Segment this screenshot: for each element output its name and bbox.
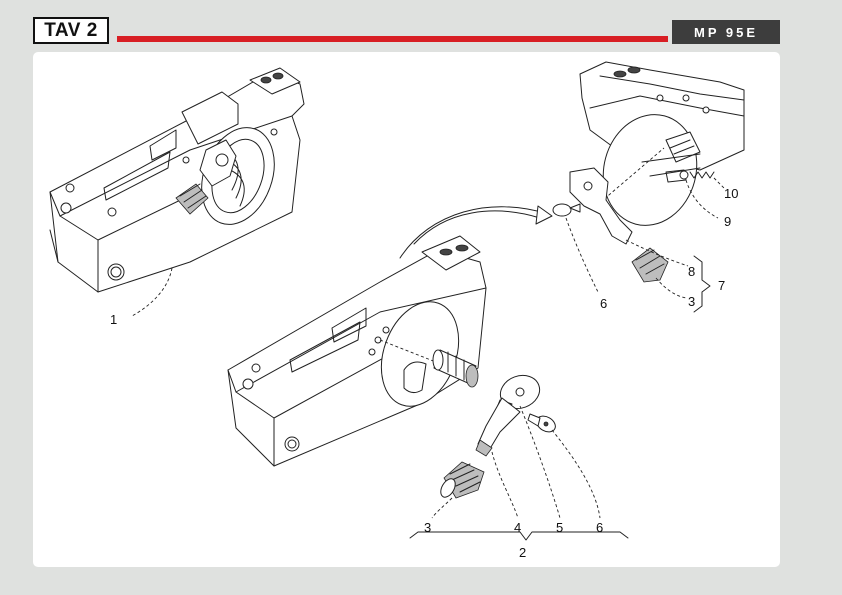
callout-7: 7 — [718, 278, 725, 293]
callout-3-bottom: 3 — [424, 520, 431, 535]
model-label: MP 95E — [672, 20, 780, 44]
callout-3-right: 3 — [688, 294, 695, 309]
callout-6-right: 6 — [600, 296, 607, 311]
callout-8: 8 — [688, 264, 695, 279]
callout-5: 5 — [556, 520, 563, 535]
knob-part — [438, 462, 484, 500]
callout-6-bottom: 6 — [596, 520, 603, 535]
exploded-diagram: 1 — [33, 52, 780, 567]
callout-4: 4 — [514, 520, 521, 535]
housing-exploded — [228, 236, 486, 466]
callout-1: 1 — [110, 312, 117, 327]
callout-2: 2 — [519, 545, 526, 560]
plate-number-label: TAV 2 — [33, 17, 109, 44]
diagram-panel: 1 — [33, 52, 780, 567]
housing-assembled — [50, 68, 304, 316]
header-rule — [117, 36, 668, 42]
callout-9: 9 — [724, 214, 731, 229]
lever-part — [476, 398, 520, 456]
knob-part-right — [632, 248, 668, 282]
callout-10: 10 — [724, 186, 738, 201]
